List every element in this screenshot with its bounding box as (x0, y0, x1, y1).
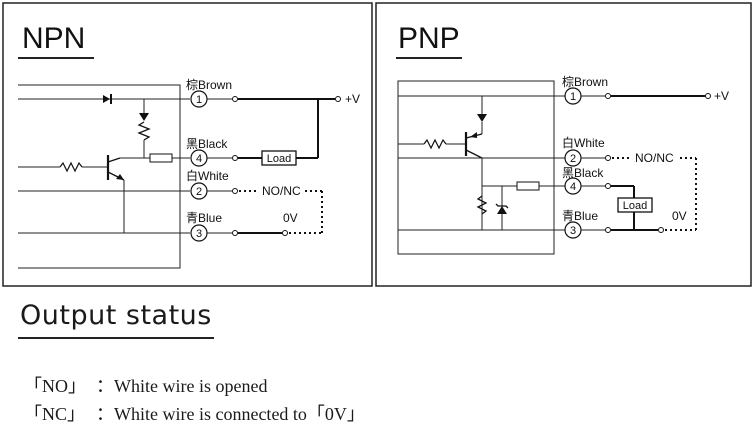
npn-load: Load (261, 150, 297, 166)
pnp-sensor-box (397, 80, 555, 255)
no-description: ：White wire is opened (96, 376, 268, 396)
npn-panel (2, 2, 373, 287)
pnp-panel (375, 2, 752, 287)
npn-blue-label: 青Blue (186, 211, 222, 225)
npn-sensor-box (18, 84, 181, 269)
npn-pin-3: 3 (190, 224, 208, 242)
npn-0v-terminal: 0V (283, 211, 298, 225)
pnp-pulldown-resistor (476, 195, 488, 215)
npn-pin-4: 4 (190, 149, 208, 167)
pnp-zener-diode (497, 206, 507, 214)
pnp-0v-terminal: 0V (672, 209, 687, 223)
pnp-title: PNP (398, 22, 460, 55)
npn-black-label: 黑Black (186, 137, 228, 151)
pnp-blue-label: 青Blue (562, 209, 598, 223)
svg-text:3: 3 (196, 228, 202, 240)
pnp-base-resistor (423, 138, 447, 150)
output-status-no-line: 「NO」 ：White wire is opened (24, 372, 267, 398)
nc-description: ：White wire is connected to「0V」 (96, 404, 365, 424)
pnp-nonc-terminal: NO/NC (635, 151, 674, 165)
npn-base-resistor (59, 161, 83, 173)
npn-pullup-resistor (137, 121, 151, 141)
nc-code: 「NC」 (24, 404, 86, 424)
output-status-title: Output status (20, 300, 212, 331)
svg-text:Load: Load (623, 200, 647, 212)
npn-brown-label: 棕Brown (186, 77, 232, 92)
npn-output-resistor (149, 153, 173, 163)
pnp-load: Load (617, 197, 653, 213)
svg-text:3: 3 (570, 225, 576, 237)
svg-text:4: 4 (196, 153, 202, 165)
pnp-output-resistor (516, 181, 540, 191)
pnp-pin-4: 4 (564, 177, 582, 195)
pnp-pin-2: 2 (564, 149, 582, 167)
pnp-black-label: 黑Black (562, 166, 604, 180)
npn-white-label: 白White (186, 168, 229, 183)
svg-text:1: 1 (196, 94, 202, 106)
pnp-white-label: 白White (562, 135, 605, 150)
npn-led (139, 113, 149, 121)
wiring-diagram: NPN 棕Brown 黑Black 白White 青Blue 1 4 2 3 (2, 2, 752, 287)
svg-text:1: 1 (570, 91, 576, 103)
npn-pin-1: 1 (190, 90, 208, 108)
output-status-nc-line: 「NC」 ：White wire is connected to「0V」 (24, 400, 365, 426)
npn-diode (103, 95, 110, 103)
output-status-underline (18, 337, 214, 339)
npn-nonc-terminal: NO/NC (262, 184, 301, 198)
pnp-led (477, 114, 487, 122)
pnp-brown-label: 棕Brown (562, 74, 608, 89)
no-code: 「NO」 (24, 376, 86, 396)
svg-text:4: 4 (570, 181, 576, 193)
svg-text:Load: Load (267, 153, 291, 165)
npn-vplus-terminal: +V (345, 92, 360, 106)
npn-pin-2: 2 (190, 182, 208, 200)
pnp-vplus-terminal: +V (714, 89, 729, 103)
npn-title: NPN (22, 22, 85, 55)
pnp-pin-1: 1 (564, 87, 582, 105)
svg-text:2: 2 (570, 153, 576, 165)
pnp-pin-3: 3 (564, 221, 582, 239)
svg-text:2: 2 (196, 186, 202, 198)
